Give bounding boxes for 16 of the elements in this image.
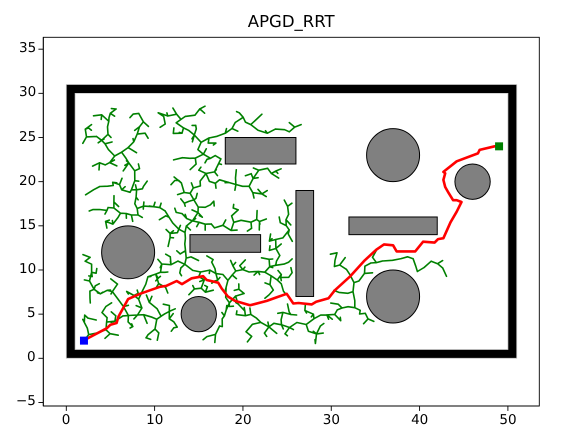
x-tick-label: 30 — [322, 414, 340, 428]
x-tick-label: 40 — [411, 414, 428, 428]
x-tick-label: 50 — [499, 414, 517, 428]
x-tick-label: 10 — [146, 414, 164, 428]
y-tick-label: −5 — [16, 395, 36, 409]
y-tick-label: 20 — [19, 174, 36, 188]
x-tick-label: 20 — [234, 414, 252, 428]
y-tick-label: 10 — [19, 262, 36, 276]
y-tick-label: 30 — [19, 86, 36, 100]
y-tick-label: 35 — [19, 42, 36, 56]
chart-title: APGD_RRT — [248, 14, 335, 30]
x-tick-label: 0 — [62, 414, 70, 428]
y-tick-label: 5 — [27, 307, 36, 321]
y-tick-label: 15 — [19, 218, 36, 232]
y-tick-label: 0 — [27, 351, 36, 365]
y-tick-label: 25 — [19, 130, 36, 144]
